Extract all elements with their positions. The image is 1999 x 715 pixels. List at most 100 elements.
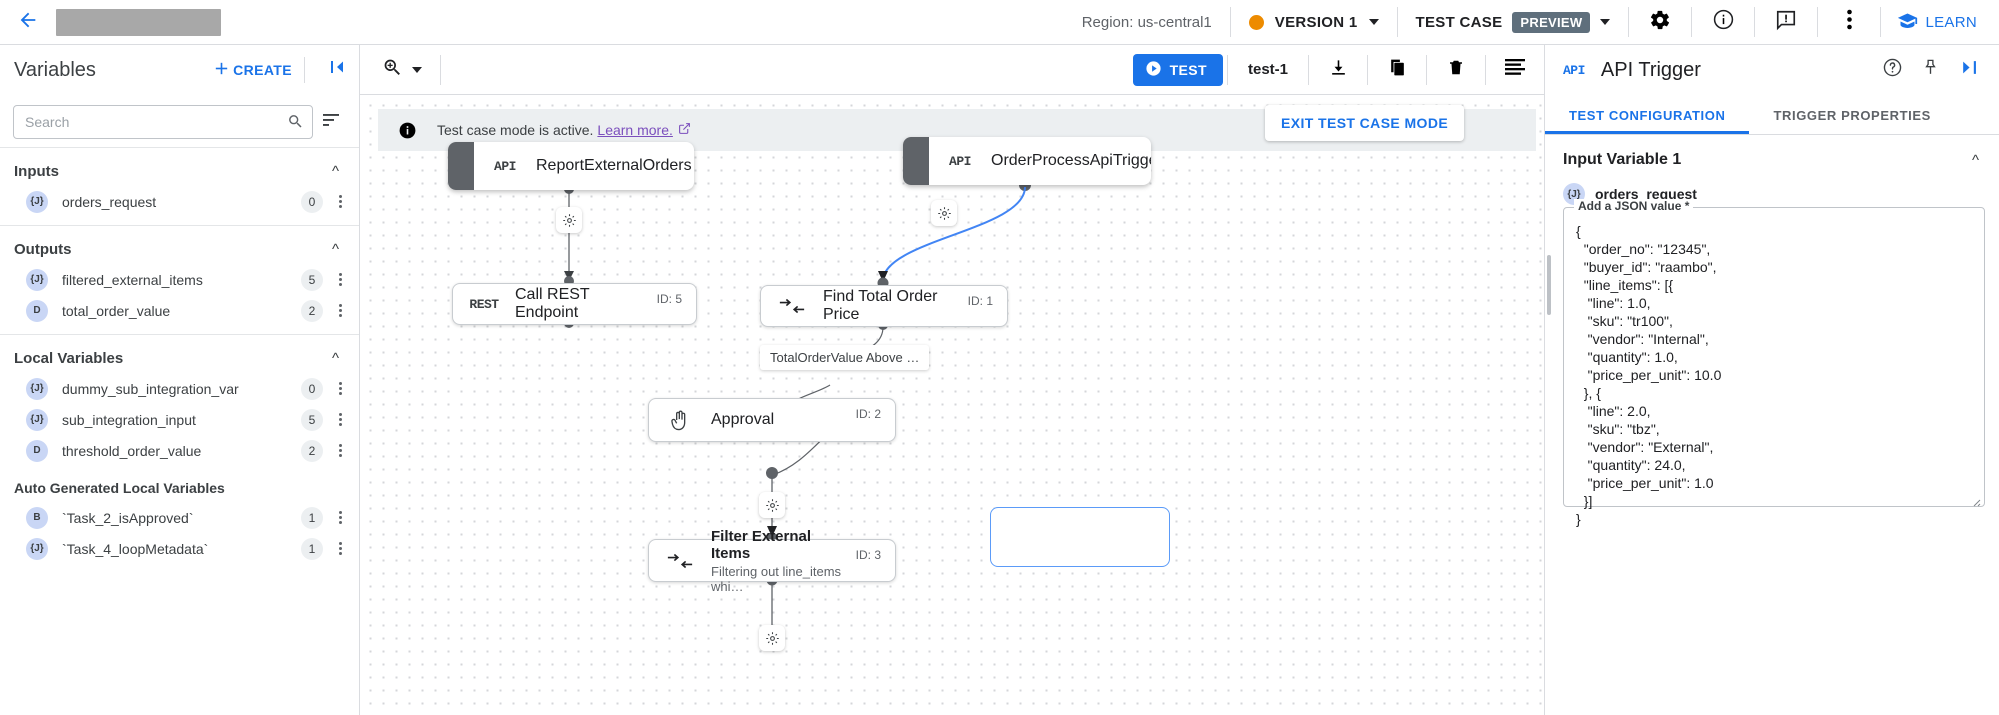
sidebar-search-row [0, 95, 359, 147]
test-label: TEST [1169, 61, 1207, 78]
exit-test-case-mode-button[interactable]: EXIT TEST CASE MODE [1265, 105, 1465, 141]
edge-config-button-4[interactable] [759, 625, 785, 651]
node-filter-external-items[interactable]: Filter External Items Filtering out line… [648, 528, 896, 594]
node-order-process-api-trigger[interactable]: API OrderProcessApiTrigger [903, 137, 1151, 185]
version-selector[interactable]: VERSION 1 [1231, 14, 1397, 31]
panel-scrollbar[interactable] [1547, 255, 1551, 315]
sidebar-item-threshold-order-value[interactable]: D threshold_order_value 2 [0, 435, 359, 466]
collapse-left-icon [330, 59, 346, 81]
settings-button[interactable] [1629, 0, 1691, 45]
workflow-canvas[interactable]: Test case mode is active. Learn more. EX… [360, 95, 1544, 715]
node-title: Find Total Order Price [823, 288, 938, 323]
preview-badge: PREVIEW [1512, 11, 1591, 33]
feedback-button[interactable] [1755, 0, 1817, 45]
edge-config-button-2[interactable] [931, 200, 957, 226]
chevron-up-icon[interactable]: ^ [1971, 151, 1979, 169]
row-menu-button[interactable] [331, 413, 349, 426]
sidebar-section-outputs: Outputs ^ {J} filtered_external_items 5 … [0, 225, 359, 334]
edge-config-button-1[interactable] [556, 207, 582, 233]
node-call-rest-endpoint[interactable]: REST Call REST Endpoint ID: 5 [452, 283, 697, 325]
learn-more-link[interactable]: Learn more. [597, 122, 673, 138]
variable-type-chip: {J} [26, 408, 48, 431]
row-menu-button[interactable] [331, 304, 349, 317]
list-button[interactable] [1486, 45, 1544, 95]
row-menu-button[interactable] [331, 511, 349, 524]
input-variable-header[interactable]: Input Variable 1 ^ [1563, 151, 1985, 169]
node-id-label: ID: 5 [656, 292, 682, 306]
node-title: OrderProcessApiTrigger [991, 152, 1151, 169]
rest-badge: REST [469, 296, 499, 312]
sidebar-item-dummy-sub-integration-var[interactable]: {J} dummy_sub_integration_var 0 [0, 373, 359, 404]
node-find-total-order-price[interactable]: Find Total Order Price ID: 1 [760, 285, 1008, 327]
search-input[interactable] [13, 105, 313, 139]
sidebar-title: Variables [14, 58, 96, 81]
json-value-field[interactable]: Add a JSON value * { "order_no": "12345"… [1563, 199, 1985, 527]
pin-icon [1921, 58, 1940, 82]
delete-button[interactable] [1427, 45, 1485, 95]
collapse-sidebar-button[interactable] [317, 59, 359, 81]
resize-handle[interactable] [1971, 494, 1981, 507]
section-header-local-variables[interactable]: Local Variables ^ [0, 347, 359, 373]
row-menu-button[interactable] [331, 542, 349, 555]
node-approval[interactable]: Approval ID: 2 [648, 398, 896, 442]
help-button[interactable] [1873, 50, 1911, 90]
variable-count-badge: 0 [301, 190, 323, 213]
variable-count-badge: 5 [301, 408, 323, 431]
sidebar-item-task4-loopmetadata[interactable]: {J} `Task_4_loopMetadata` 1 [0, 533, 359, 564]
chevron-up-icon[interactable]: ^ [331, 350, 339, 367]
node-id-label: ID: 2 [855, 407, 881, 421]
app-header: Region: us-central1 VERSION 1 TEST CASE … [0, 0, 1999, 45]
row-menu-button[interactable] [331, 273, 349, 286]
search-field[interactable] [13, 105, 313, 139]
section-header-inputs[interactable]: Inputs ^ [0, 160, 359, 186]
sidebar-item-sub-integration-input[interactable]: {J} sub_integration_input 5 [0, 404, 359, 435]
canvas-column: TEST test-1 [360, 45, 1544, 715]
back-button[interactable] [0, 9, 56, 36]
selected-node-outline[interactable] [990, 507, 1170, 567]
info-icon [398, 121, 417, 140]
more-options-button[interactable] [1818, 0, 1880, 45]
sidebar-item-task2-isapproved[interactable]: B `Task_2_isApproved` 1 [0, 502, 359, 533]
row-menu-button[interactable] [331, 382, 349, 395]
tab-trigger-properties[interactable]: TRIGGER PROPERTIES [1773, 108, 1931, 123]
chevron-up-icon[interactable]: ^ [331, 241, 339, 258]
download-button[interactable] [1309, 45, 1367, 95]
chevron-up-icon[interactable]: ^ [331, 163, 339, 180]
json-value-text[interactable]: { "order_no": "12345", "buyer_id": "raam… [1576, 223, 1722, 527]
divider [1691, 7, 1693, 37]
test-button[interactable]: TEST [1132, 53, 1223, 86]
info-button[interactable] [1692, 0, 1754, 45]
sidebar-item-orders-request[interactable]: {J} orders_request 0 [0, 186, 359, 217]
help-icon [1882, 57, 1903, 83]
copy-button[interactable] [1368, 45, 1426, 95]
learn-button[interactable]: LEARN [1881, 10, 1999, 35]
copy-icon [1388, 58, 1407, 82]
variable-name: dummy_sub_integration_var [62, 380, 239, 397]
tab-test-configuration[interactable]: TEST CONFIGURATION [1545, 95, 1749, 134]
divider [1817, 7, 1819, 37]
edge-config-button-3[interactable] [759, 492, 785, 518]
create-variable-button[interactable]: CREATE [215, 62, 292, 78]
row-menu-button[interactable] [331, 195, 349, 208]
edge-condition-label[interactable]: TotalOrderValue Above … [760, 345, 930, 370]
pin-button[interactable] [1911, 50, 1949, 90]
collapse-panel-button[interactable] [1949, 50, 1987, 90]
arrow-left-icon [17, 9, 39, 36]
hand-icon [649, 409, 711, 431]
test-case-name[interactable]: test-1 [1247, 61, 1288, 78]
sidebar-item-total-order-value[interactable]: D total_order_value 2 [0, 295, 359, 326]
variable-count-badge: 2 [301, 299, 323, 322]
node-accent-bar [903, 137, 929, 185]
variable-name: sub_integration_input [62, 411, 196, 428]
sidebar-item-filtered-external-items[interactable]: {J} filtered_external_items 5 [0, 264, 359, 295]
row-menu-button[interactable] [331, 444, 349, 457]
divider [304, 57, 305, 83]
zoom-control[interactable] [360, 57, 440, 83]
sort-filter-button[interactable] [313, 113, 351, 132]
test-case-selector[interactable]: TEST CASE PREVIEW [1398, 11, 1629, 33]
panel-title: API Trigger [1600, 58, 1701, 81]
panel-header: API API Trigger [1545, 45, 1999, 95]
node-report-external-orders[interactable]: API ReportExternalOrders [448, 142, 694, 190]
feedback-icon [1775, 9, 1797, 36]
section-header-outputs[interactable]: Outputs ^ [0, 238, 359, 264]
